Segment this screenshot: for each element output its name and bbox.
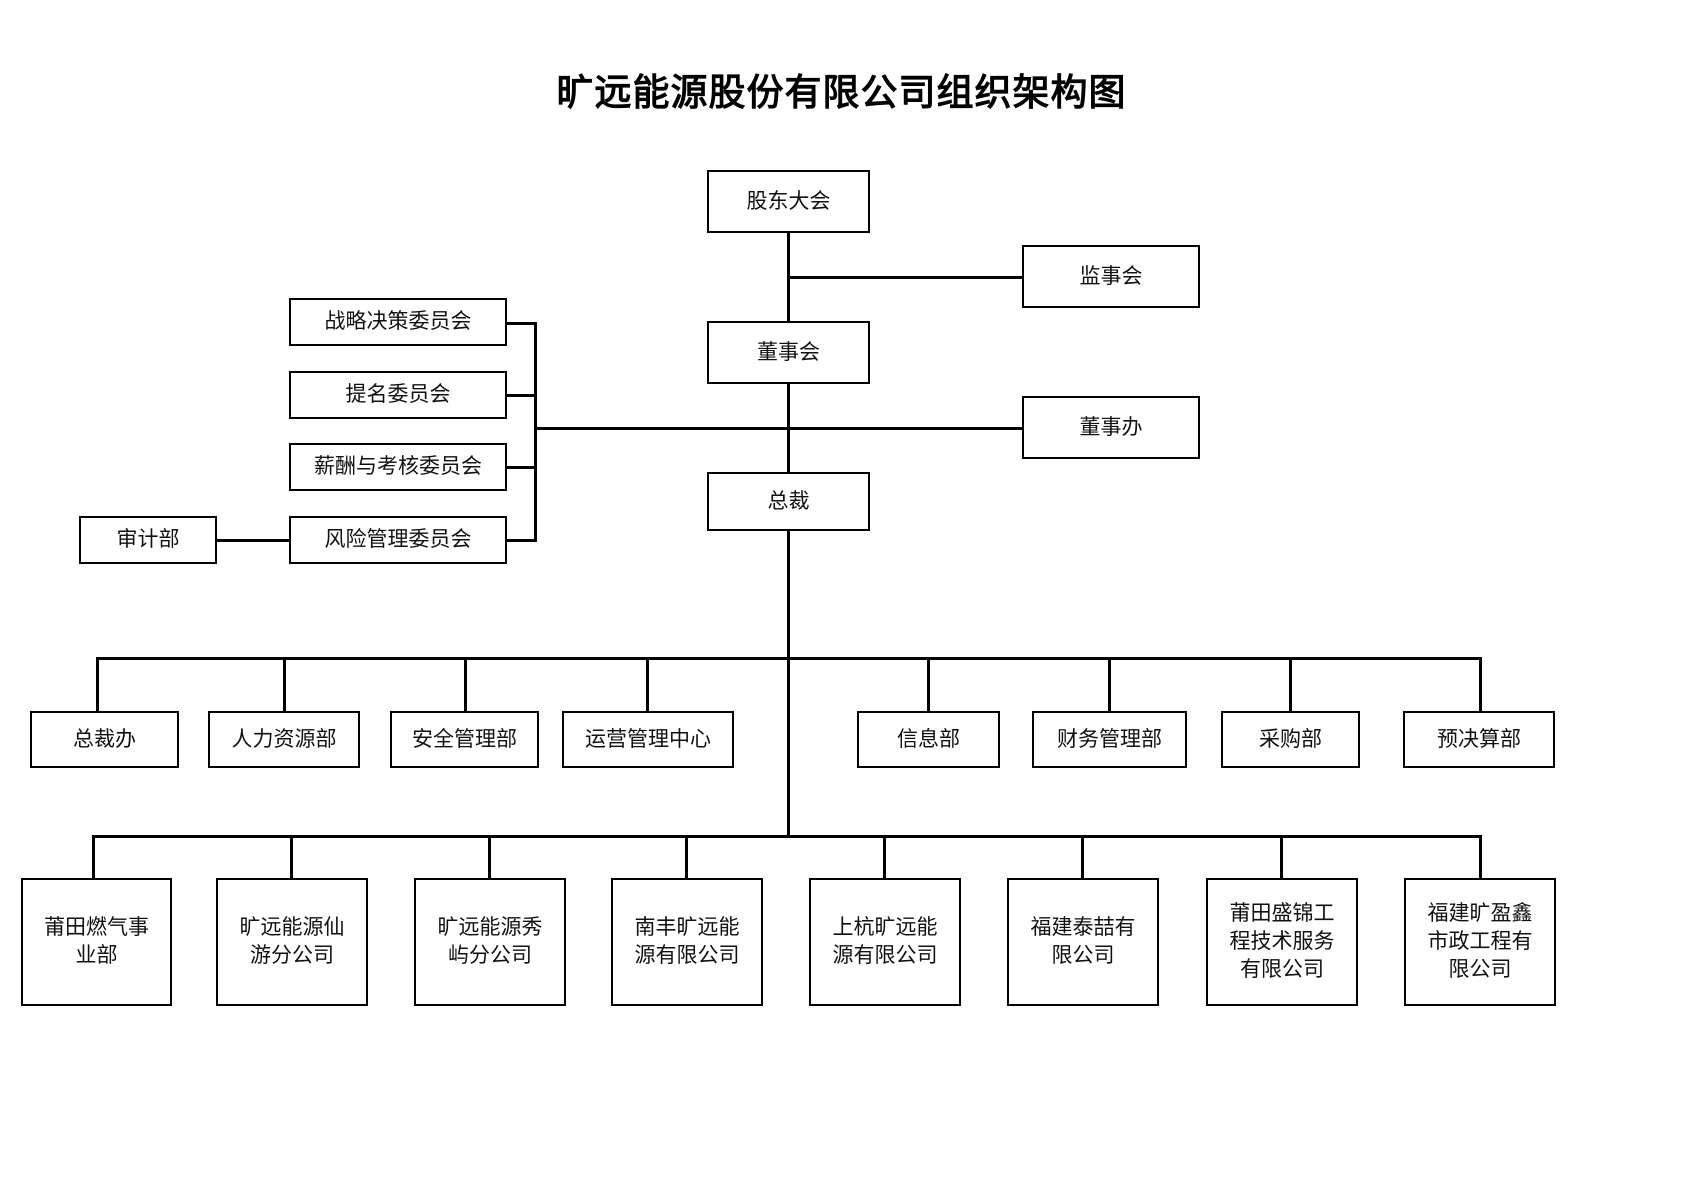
connector-drop-putian-gas [92,835,95,878]
node-label: 薪酬与考核委员会 [314,454,482,479]
node-label: 总裁办 [73,726,136,751]
node-budget-department[interactable]: 预决算部 [1403,711,1555,768]
node-label: 采购部 [1259,726,1322,751]
node-label: 福建旷盈鑫 市政工程有 限公司 [1427,901,1533,981]
node-label: 旷远能源仙 游分公司 [239,915,345,967]
node-procurement-department[interactable]: 采购部 [1221,711,1360,768]
node-label: 福建泰喆有 限公司 [1030,915,1136,967]
connector-stub-nomination [506,394,537,397]
node-label: 运营管理中心 [585,726,711,751]
node-board-of-directors[interactable]: 董事会 [707,321,870,384]
node-hr-department[interactable]: 人力资源部 [208,711,360,768]
connector-drop-operations [646,657,649,711]
node-label: 莆田燃气事 业部 [44,915,149,967]
connector-drop-kuangyingxin [1479,835,1482,878]
connector-drop-xiuyu [488,835,491,878]
node-label: 信息部 [897,726,960,751]
connector-president-trunk [787,531,790,836]
node-label: 审计部 [116,527,180,552]
node-supervisory-board[interactable]: 监事会 [1022,245,1200,308]
node-label: 上杭旷远能 源有限公司 [832,915,938,967]
node-label: 总裁 [767,488,810,513]
node-label: 人力资源部 [231,726,337,751]
connector-stub-risk [506,539,537,542]
connector-drop-shanghang [883,835,886,878]
node-xiuyu-branch[interactable]: 旷远能源秀 屿分公司 [414,878,566,1006]
page-title: 旷远能源股份有限公司组织架构图 [556,73,1127,114]
node-finance-department[interactable]: 财务管理部 [1032,711,1187,768]
node-label: 股东大会 [746,188,831,213]
node-nomination-committee[interactable]: 提名委员会 [289,371,507,419]
node-operations-center[interactable]: 运营管理中心 [562,711,734,768]
connector-subsidiary-bus [92,835,1480,838]
connector-drop-xianyou [290,835,293,878]
node-shanghang-company[interactable]: 上杭旷远能 源有限公司 [809,878,961,1006]
node-information-department[interactable]: 信息部 [857,711,1000,768]
connector-drop-finance [1108,657,1111,711]
connector-drop-procurement [1289,657,1292,711]
connector-drop-president-office [96,657,99,711]
connector-shareholders-to-supervisory [787,276,1023,279]
node-nanfeng-company[interactable]: 南丰旷远能 源有限公司 [611,878,763,1006]
node-shareholders-meeting[interactable]: 股东大会 [707,170,870,233]
node-president-office[interactable]: 总裁办 [30,711,179,768]
node-fujian-taizhe[interactable]: 福建泰喆有 限公司 [1007,878,1159,1006]
node-label: 预决算部 [1437,726,1521,751]
node-xianyou-branch[interactable]: 旷远能源仙 游分公司 [216,878,368,1006]
node-putian-gas-division[interactable]: 莆田燃气事 业部 [21,878,172,1006]
connector-drop-hr [283,657,286,711]
node-label: 莆田盛锦工 程技术服务 有限公司 [1229,901,1335,981]
connector-board-to-board-office [787,427,1023,430]
connector-risk-to-audit [216,539,292,542]
connector-drop-safety [464,657,467,711]
node-label: 财务管理部 [1057,726,1162,751]
node-label: 监事会 [1079,263,1143,288]
node-risk-committee[interactable]: 风险管理委员会 [289,516,507,564]
node-audit-department[interactable]: 审计部 [79,516,217,564]
node-fujian-kuangyingxin[interactable]: 福建旷盈鑫 市政工程有 限公司 [1404,878,1556,1006]
node-label: 董事会 [757,339,820,364]
connector-drop-budget [1479,657,1482,711]
connector-committee-bus [534,322,537,541]
connector-stub-strategy [506,322,537,325]
node-label: 提名委员会 [345,382,451,407]
connector-drop-shengjin [1280,835,1283,878]
node-president[interactable]: 总裁 [707,472,870,531]
connector-drop-information [927,657,930,711]
connector-drop-nanfeng [685,835,688,878]
node-label: 董事办 [1079,414,1143,439]
connector-department-bus [96,657,1480,660]
node-putian-shengjin[interactable]: 莆田盛锦工 程技术服务 有限公司 [1206,878,1358,1006]
node-label: 南丰旷远能 源有限公司 [634,915,740,967]
connector-drop-taizhe [1081,835,1084,878]
connector-stub-compensation [506,466,537,469]
node-safety-department[interactable]: 安全管理部 [390,711,539,768]
node-label: 旷远能源秀 屿分公司 [437,915,543,967]
node-label: 安全管理部 [412,726,517,751]
node-label: 风险管理委员会 [324,527,472,552]
node-board-office[interactable]: 董事办 [1022,396,1200,459]
connector-board-to-committees [534,427,789,430]
node-compensation-committee[interactable]: 薪酬与考核委员会 [289,443,507,491]
node-label: 战略决策委员会 [324,309,472,334]
node-strategy-committee[interactable]: 战略决策委员会 [289,298,507,346]
